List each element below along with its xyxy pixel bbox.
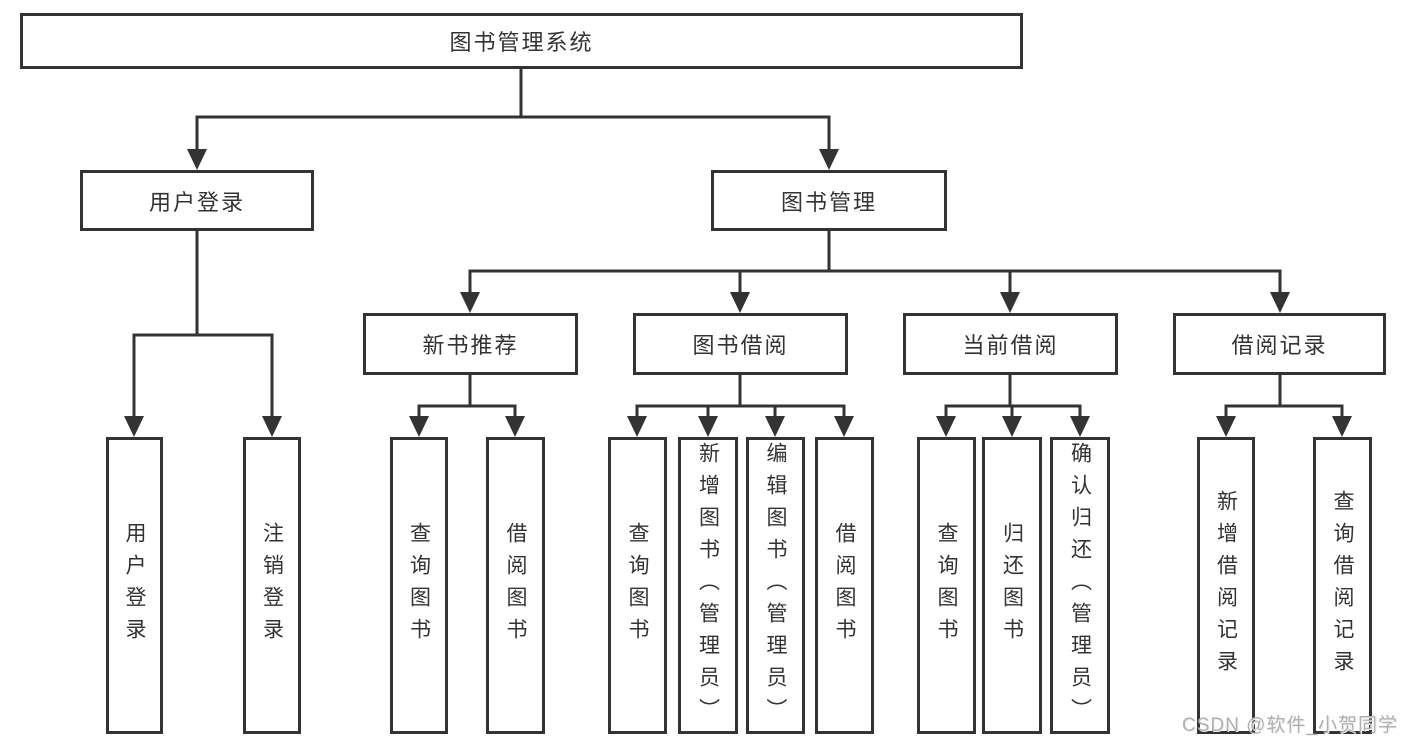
arrowhead-login-branch [124,416,282,437]
leaf-current-query-books: 查询图书 [917,437,976,734]
connector-borrow-branch [635,373,846,420]
connector-records-branch [1224,373,1344,420]
leaf-recommend-query-books: 查询图书 [390,437,448,734]
arrowhead-root-branch [187,149,839,170]
leaf-borrow-edit-books-admin: 编辑图书（管理员） [746,437,805,734]
leaf-user-login: 用户登录 [106,437,163,734]
connector-login-branch [132,229,274,420]
connector-root-branch [195,67,831,153]
node-root: 图书管理系统 [20,13,1023,69]
leaf-borrow-add-books-admin: 新增图书（管理员） [678,437,738,734]
node-borrow: 图书借阅 [633,313,848,375]
leaf-recommend-borrow-books: 借阅图书 [486,437,545,734]
arrowhead-recommend-branch [409,416,525,437]
leaf-current-return-books: 归还图书 [982,437,1042,734]
arrowhead-manage-branch [460,292,1290,313]
leaf-records-add-record: 新增借阅记录 [1197,437,1255,734]
node-recommend: 新书推荐 [363,313,578,375]
csdn-watermark: CSDN @软件_小贺同学 [1182,715,1398,736]
arrowhead-borrow-branch [627,416,854,437]
leaf-current-confirm-return-admin: 确认归还（管理员） [1050,437,1110,734]
node-records: 借阅记录 [1173,313,1386,375]
leaf-borrow-query-books: 查询图书 [608,437,667,734]
node-login: 用户登录 [80,170,314,231]
arrowhead-current-branch [936,416,1090,437]
arrowhead-records-branch [1216,416,1352,437]
leaf-logout: 注销登录 [243,437,301,734]
leaf-records-query-record: 查询借阅记录 [1313,437,1372,734]
node-current: 当前借阅 [903,313,1118,375]
node-manage: 图书管理 [711,170,947,231]
connector-manage-branch [468,229,1282,296]
leaf-borrow-borrow-books: 借阅图书 [815,437,874,734]
connector-recommend-branch [417,373,517,420]
connector-current-branch [944,373,1082,420]
